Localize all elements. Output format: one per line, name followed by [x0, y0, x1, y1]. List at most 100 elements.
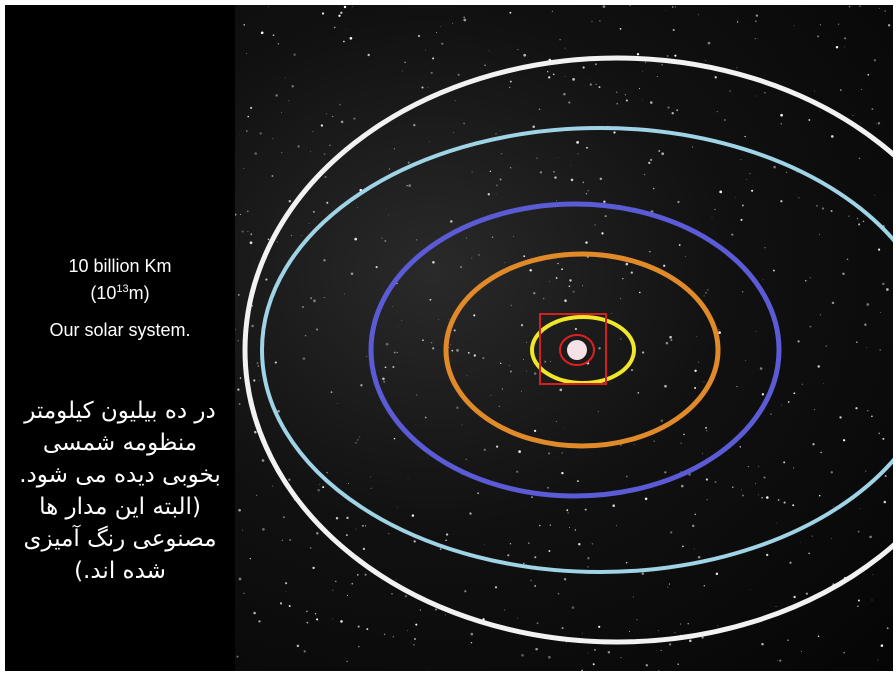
star — [353, 117, 356, 120]
star — [393, 437, 396, 440]
star — [886, 288, 889, 291]
star — [840, 89, 842, 91]
star — [267, 238, 270, 240]
star — [630, 369, 634, 372]
star — [805, 592, 808, 595]
star — [740, 159, 742, 161]
star — [669, 335, 672, 339]
star — [653, 440, 655, 442]
star — [483, 448, 487, 452]
star — [734, 196, 736, 198]
star — [265, 278, 268, 281]
star — [569, 279, 572, 282]
star — [718, 329, 720, 331]
star — [554, 176, 557, 179]
star — [577, 480, 579, 482]
star — [340, 120, 344, 124]
star — [572, 78, 575, 81]
star — [422, 339, 424, 341]
star — [271, 175, 274, 177]
star — [302, 357, 306, 360]
star — [356, 574, 359, 576]
star — [858, 223, 861, 226]
star — [625, 561, 628, 564]
star — [630, 271, 633, 274]
star — [599, 20, 601, 22]
star — [532, 125, 535, 128]
star — [274, 361, 277, 364]
star — [355, 442, 357, 444]
star — [406, 630, 408, 632]
star — [508, 365, 510, 367]
star — [874, 223, 876, 225]
star — [764, 92, 766, 94]
star — [780, 123, 782, 125]
star — [570, 178, 574, 182]
star — [240, 213, 242, 215]
star — [749, 173, 751, 175]
orbit-diagram — [235, 5, 893, 671]
star — [641, 572, 645, 575]
star — [258, 620, 261, 623]
star — [620, 298, 621, 300]
star — [872, 573, 874, 575]
star — [354, 237, 358, 241]
star — [637, 392, 640, 394]
star — [496, 193, 497, 195]
star — [754, 37, 756, 40]
star — [253, 379, 256, 382]
star — [534, 585, 537, 587]
star — [682, 545, 684, 548]
star — [413, 540, 416, 543]
star — [288, 605, 291, 607]
star — [871, 108, 874, 111]
star — [421, 86, 424, 89]
star — [568, 526, 570, 528]
star — [818, 494, 821, 497]
star — [326, 472, 328, 474]
star — [366, 628, 369, 631]
star — [566, 509, 569, 512]
star — [477, 492, 479, 494]
star — [747, 466, 749, 468]
persian-line: مصنوعی رنگ آمیزی — [23, 526, 217, 552]
star — [574, 327, 577, 331]
star — [871, 415, 873, 418]
star — [716, 111, 718, 113]
star — [392, 365, 395, 369]
star — [869, 535, 872, 539]
star — [665, 9, 666, 11]
star — [531, 496, 533, 498]
star — [886, 627, 889, 630]
star — [666, 55, 669, 57]
star — [865, 470, 867, 472]
star — [513, 236, 514, 237]
star — [366, 355, 368, 358]
star — [237, 388, 240, 391]
star — [855, 407, 858, 410]
star — [844, 46, 846, 48]
star — [792, 504, 795, 507]
star — [587, 190, 589, 192]
star — [288, 478, 291, 481]
star — [427, 86, 429, 88]
star — [339, 104, 341, 106]
star — [249, 241, 253, 245]
star — [577, 153, 579, 155]
star — [523, 359, 524, 361]
star — [404, 595, 408, 598]
star — [495, 133, 497, 135]
star — [739, 445, 742, 448]
star — [235, 328, 236, 331]
star — [346, 660, 348, 663]
star — [382, 377, 385, 381]
star — [330, 391, 333, 393]
starfield — [235, 5, 893, 671]
star — [736, 386, 738, 388]
star — [591, 542, 594, 545]
star — [385, 342, 389, 346]
star — [585, 193, 588, 195]
star — [235, 213, 237, 216]
star — [253, 611, 256, 615]
star — [247, 230, 249, 232]
